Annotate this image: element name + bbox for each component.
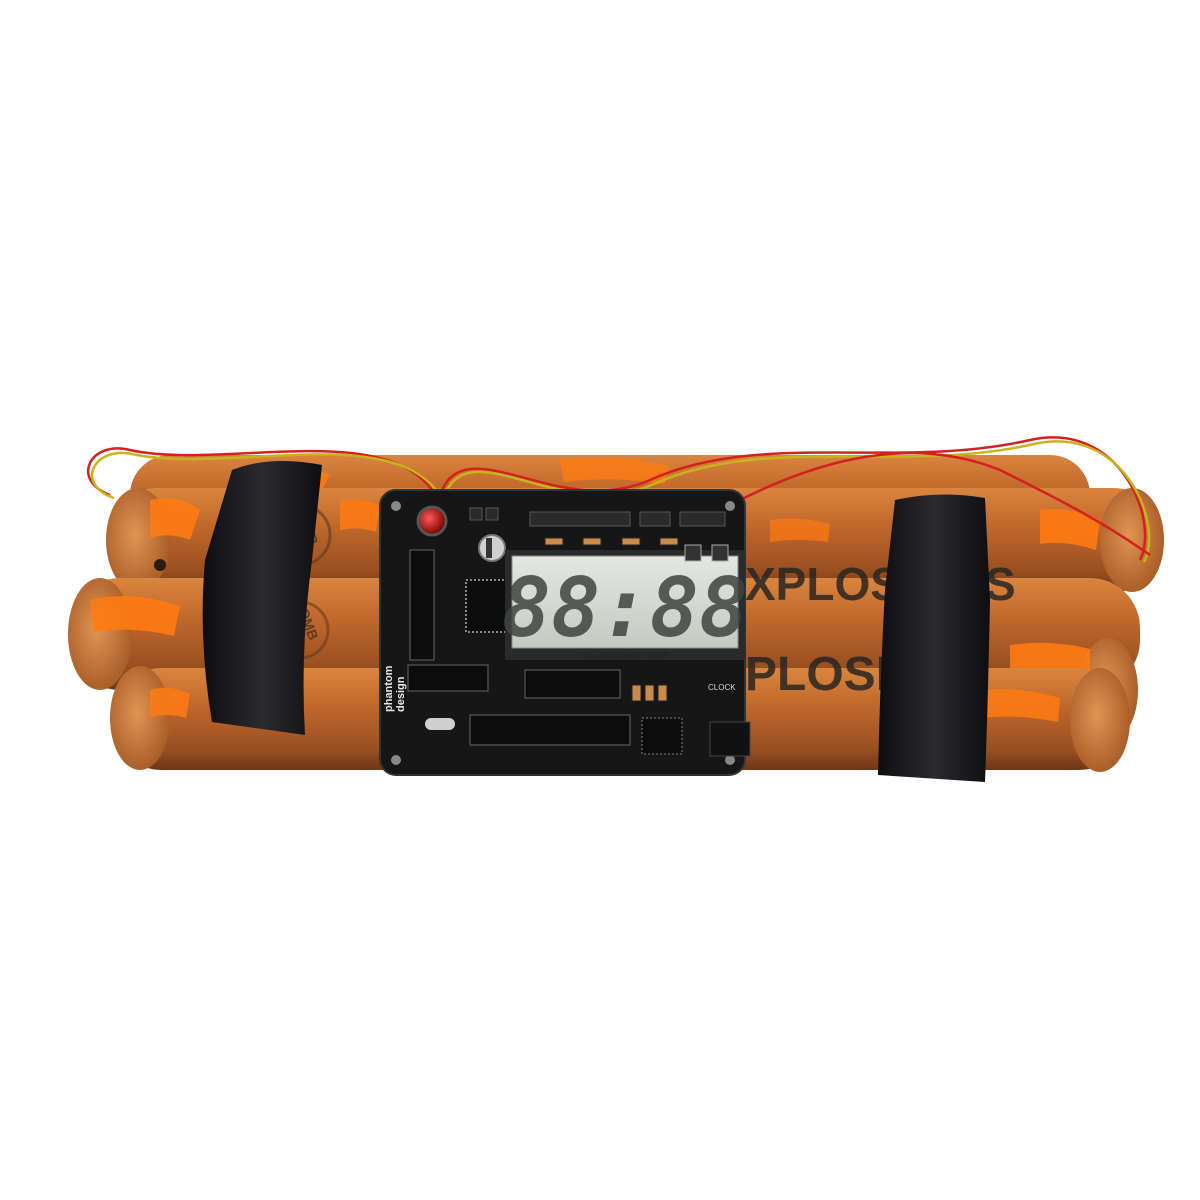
tape-band-left — [202, 461, 322, 735]
timer-board: 88:88 COUNTDOWN TIMER phantom design CLO… — [379, 489, 751, 776]
tact-button-1 — [684, 544, 702, 562]
crystal-icon — [425, 718, 455, 730]
dc-jack-icon — [709, 721, 751, 757]
chip-left-vertical — [409, 549, 435, 661]
clock-label: CLOCK — [708, 683, 736, 692]
wire-right — [739, 451, 1151, 557]
stick-label-lower: PLOSI — [745, 648, 889, 701]
resistor-row — [544, 537, 679, 546]
lcd-digits: 88:88 — [502, 561, 749, 656]
chip-lower-wide — [469, 714, 631, 746]
chip-lower-left — [407, 664, 489, 692]
resistor-cluster — [631, 684, 668, 702]
tact-button-2 — [711, 544, 729, 562]
red-led-icon — [416, 505, 448, 537]
lcd-display: 88:88 COUNTDOWN TIMER — [502, 550, 749, 661]
chip-lower-center — [524, 669, 621, 699]
brand-line2: design — [395, 676, 407, 712]
stick-label-upper-end: S — [985, 558, 1016, 610]
wires — [87, 436, 1151, 563]
chip-qfp — [465, 579, 511, 633]
header-pins — [469, 507, 726, 527]
capacitor-icon — [478, 534, 506, 562]
tape-band-right — [878, 494, 990, 782]
chip-lower-right — [641, 717, 683, 755]
lcd-label: COUNTDOWN TIMER — [580, 651, 671, 661]
brand-line1: phantom — [383, 665, 395, 712]
wire-left — [87, 447, 434, 497]
